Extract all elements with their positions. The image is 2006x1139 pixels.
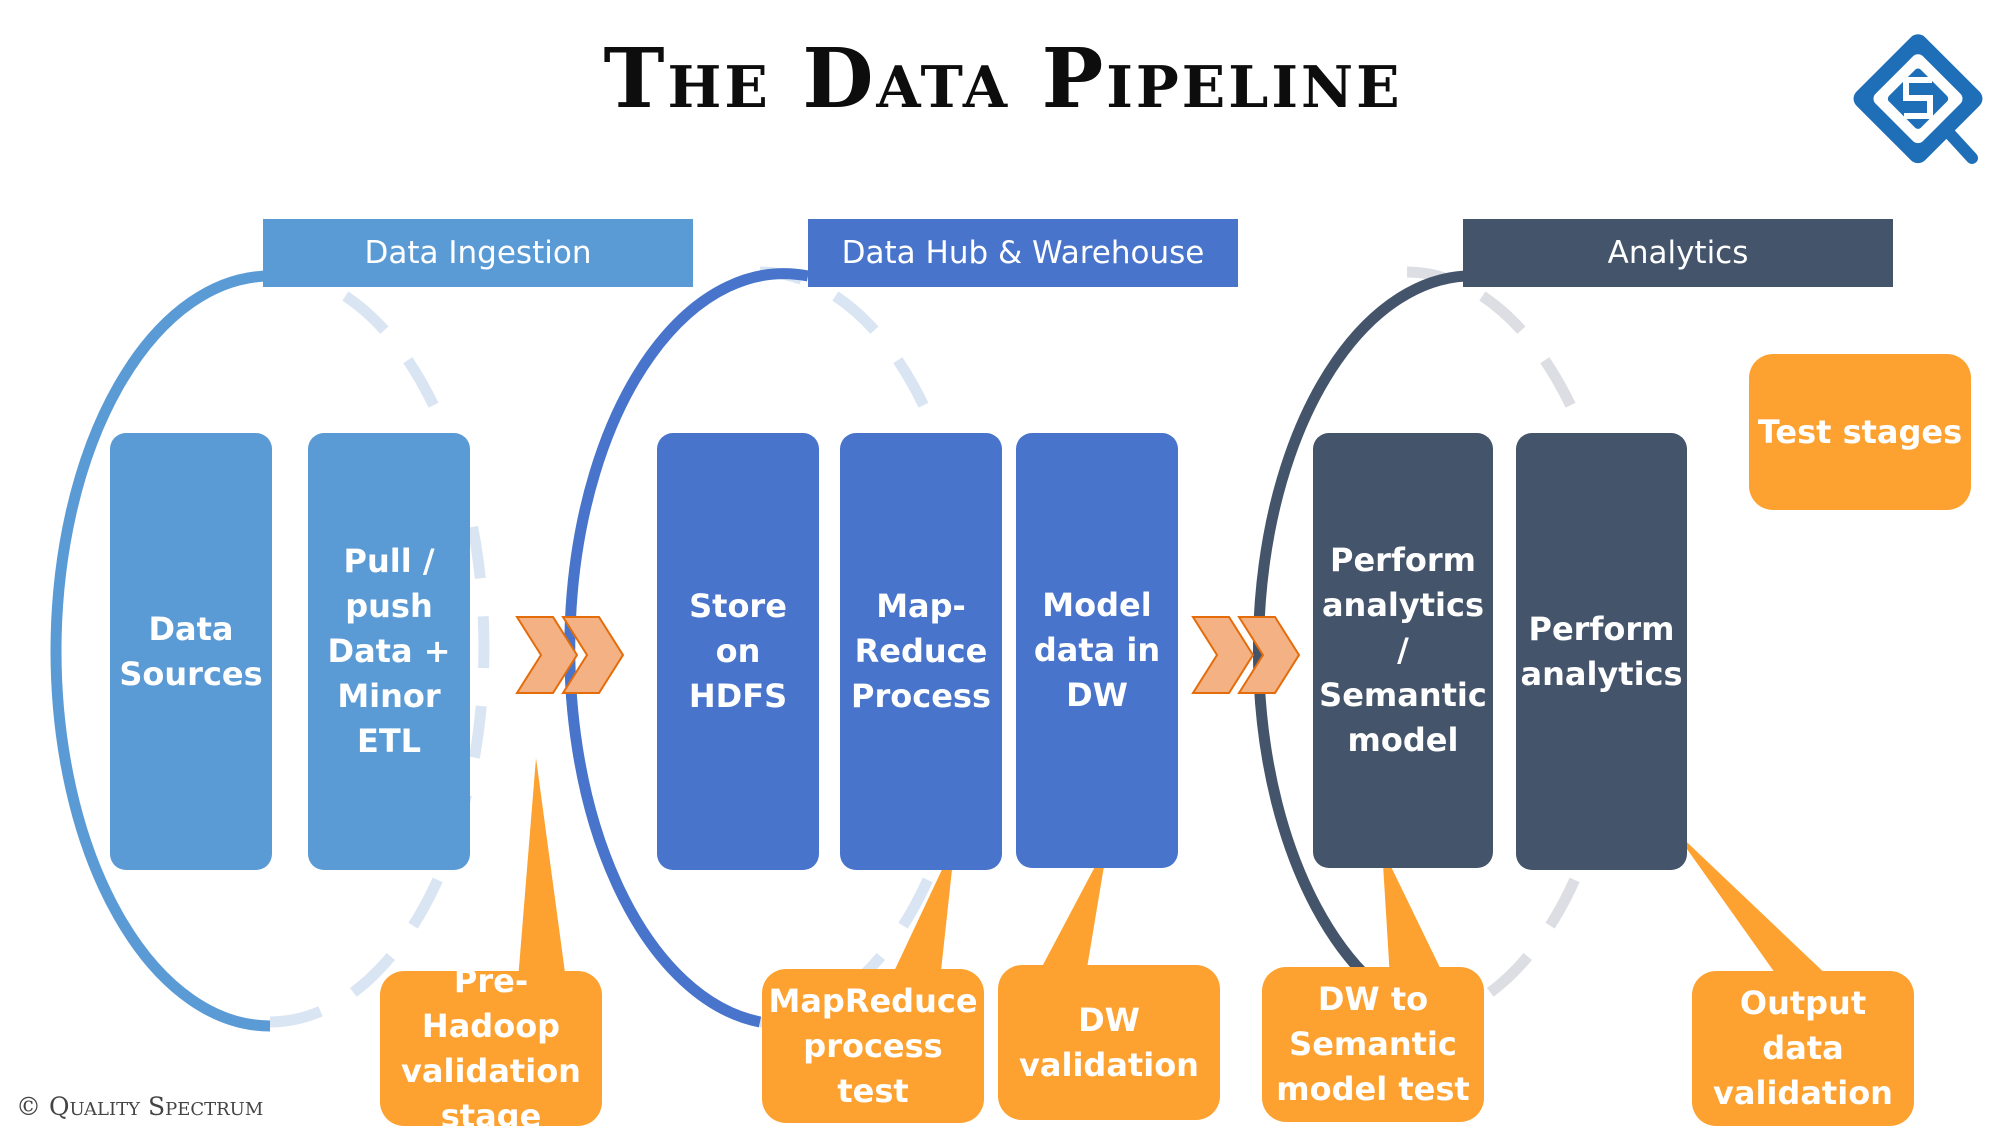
chevron-arrow-icon	[1191, 616, 1301, 694]
stage-store-hdfs: Store on HDFS	[657, 433, 819, 870]
stage-perform-analytics: Perform analytics	[1516, 433, 1687, 870]
stage-pull-push: Pull / push Data + Minor ETL	[308, 433, 470, 870]
chevron-arrow-icon	[515, 616, 625, 694]
section-header-hub: Data Hub & Warehouse	[808, 219, 1238, 287]
test-dw-validation: DW validation	[998, 965, 1220, 1120]
ingestion-dashed-arc	[269, 266, 490, 1028]
stage-perform-semantic: Perform analytics / Semantic model	[1313, 433, 1493, 868]
section-header-ingestion: Data Ingestion	[263, 219, 693, 287]
section-header-analytics: Analytics	[1463, 219, 1893, 287]
test-output-validation: Output data validation	[1692, 971, 1914, 1126]
test-dw-semantic: DW to Semantic model test	[1262, 967, 1484, 1122]
test-stages-legend: Test stages	[1749, 354, 1971, 510]
output-validation-pointer	[1672, 828, 1832, 980]
page-title: The Data Pipeline	[603, 31, 1403, 127]
stage-model-dw: Model data in DW	[1016, 433, 1178, 868]
dw-semantic-pointer	[1382, 848, 1445, 978]
quality-spectrum-logo-icon	[1853, 34, 1983, 164]
hub-solid-arc	[564, 268, 810, 1028]
stage-map-reduce: Map-Reduce Process	[840, 433, 1002, 870]
test-mapreduce: MapReduce process test	[762, 969, 984, 1123]
pre-hadoop-pointer	[518, 758, 566, 980]
mapreduce-test-pointer	[890, 842, 955, 980]
stage-data-sources: Data Sources	[110, 433, 272, 870]
copyright-footer: © Quality Spectrum	[16, 1092, 264, 1121]
dw-validation-pointer	[1035, 842, 1108, 980]
test-pre-hadoop: Pre-Hadoop validation stage	[380, 962, 602, 1135]
analytics-solid-arc	[1252, 270, 1466, 984]
ingestion-solid-arc	[50, 270, 271, 1032]
